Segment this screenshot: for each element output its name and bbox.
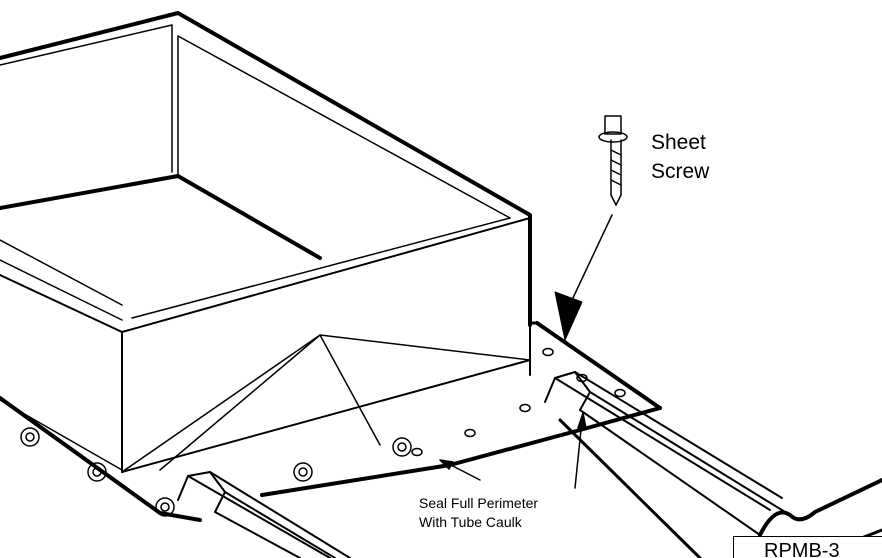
screw-label-line1: Sheet <box>651 131 706 154</box>
sheet-screw-icon <box>598 115 628 206</box>
roof-rib-right <box>544 371 882 558</box>
cricket <box>121 334 531 473</box>
flange-bolts <box>20 427 412 517</box>
drawing-id: RPMB-3 <box>764 540 840 558</box>
curb-box <box>0 11 532 473</box>
caulk-label-line2: With Tube Caulk <box>419 514 522 530</box>
caulk-leader <box>439 412 587 489</box>
caulk-label-line1: Seal Full Perimeter <box>419 495 539 511</box>
screw-holes <box>411 347 626 457</box>
screw-leader <box>554 214 613 341</box>
roof-rib-left <box>177 471 882 558</box>
screw-label-line2: Screw <box>651 160 710 183</box>
drawing-id-tag: RPMB-3 <box>733 536 882 558</box>
